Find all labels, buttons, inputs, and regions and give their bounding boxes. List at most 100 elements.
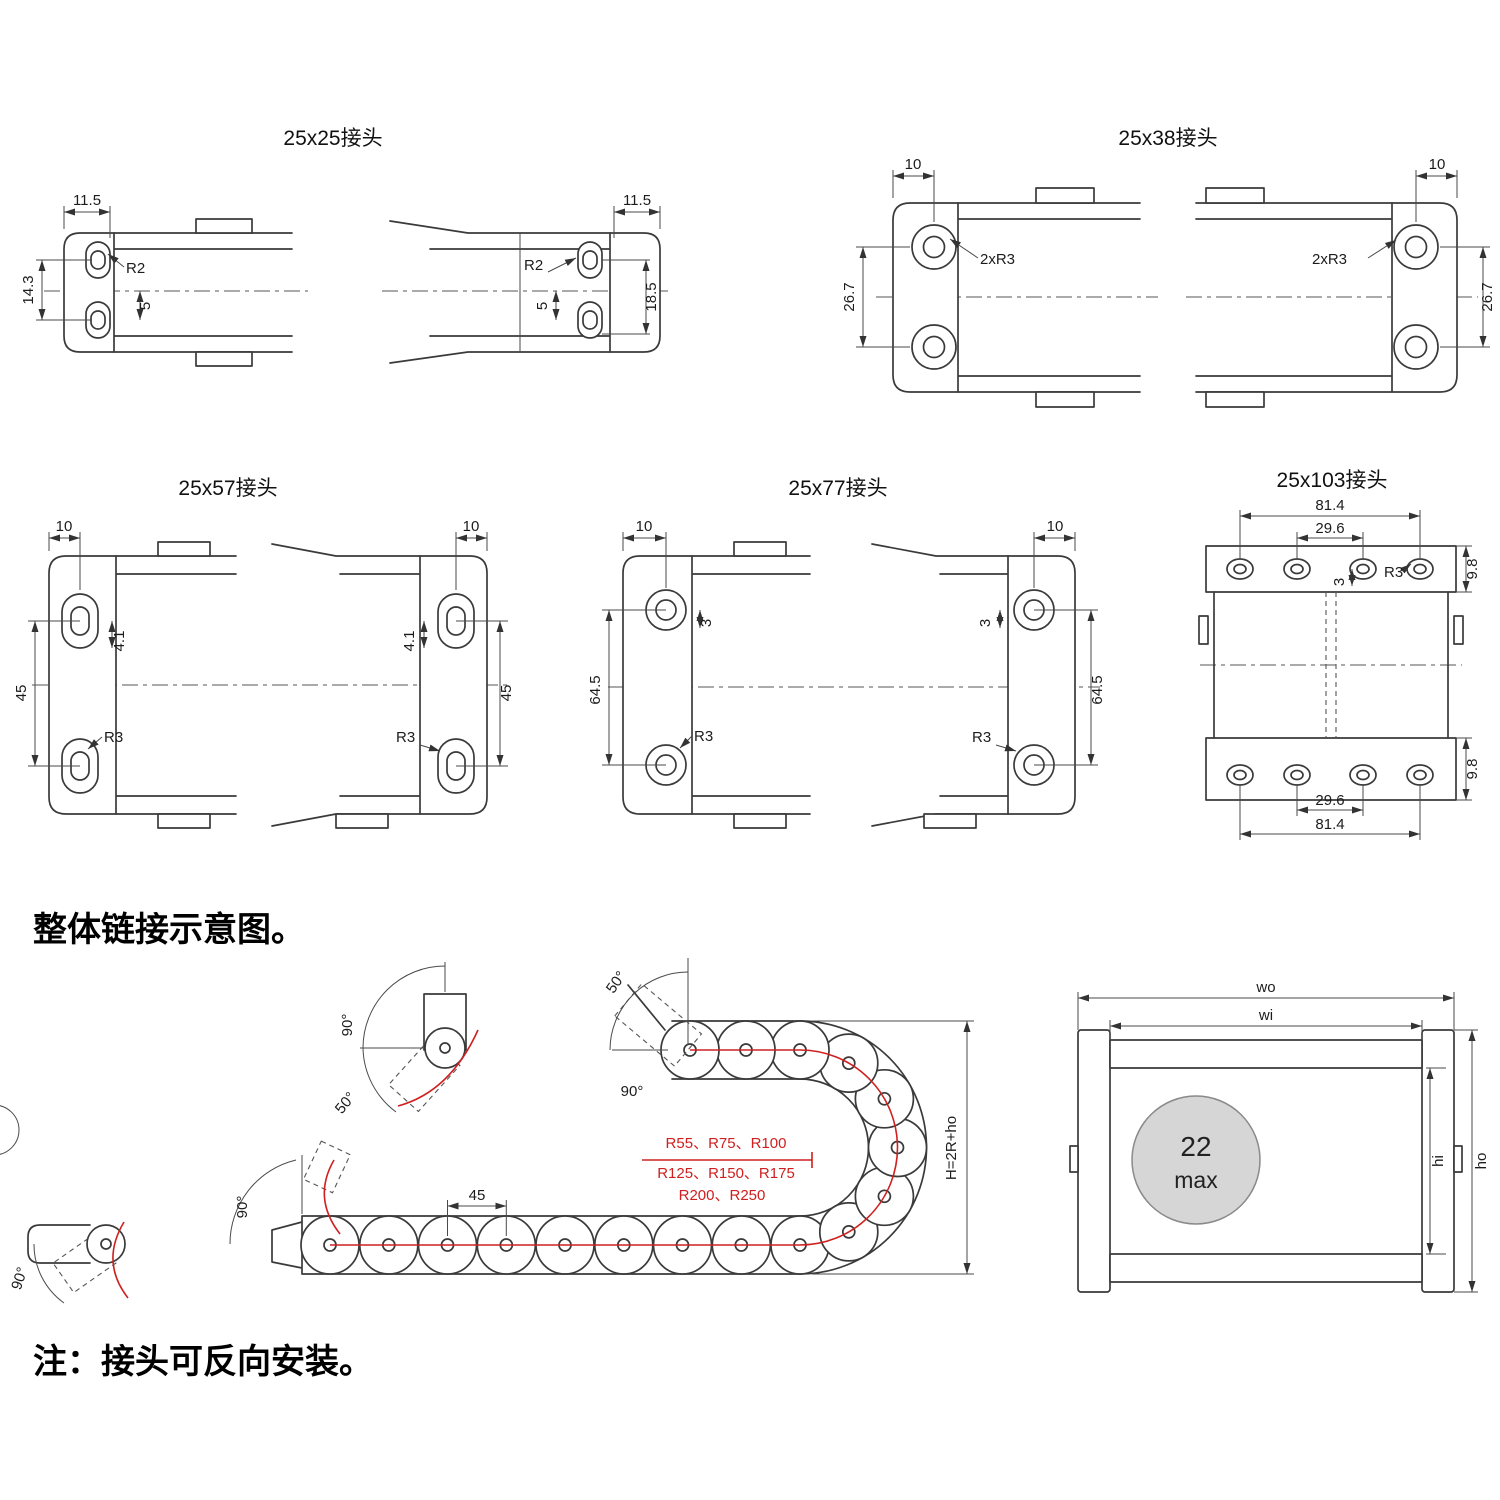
ext-lines xyxy=(602,259,650,335)
round-hole-inner xyxy=(1404,335,1428,359)
right-latch xyxy=(1453,1145,1463,1173)
dim-height: 64.5 xyxy=(1089,675,1106,704)
dim-height-outer: ho xyxy=(1473,1153,1490,1170)
ext-lines xyxy=(1034,609,1098,766)
bottom-tab xyxy=(1035,391,1095,408)
dim-width: 10 xyxy=(1429,156,1446,173)
section-title-25x77: 25x77接头 xyxy=(788,477,887,500)
leader-line xyxy=(679,735,693,749)
connector-25x25: 25x25接头 11.5 14.3 5 R2 11.5 R2 xyxy=(20,127,672,367)
bottom-crossbar xyxy=(1109,1253,1423,1283)
dim-height: 64.5 xyxy=(587,675,604,704)
ext-lines xyxy=(812,1020,974,1275)
hidden-lines xyxy=(1325,592,1337,738)
side-tab xyxy=(1198,615,1209,645)
leader-line xyxy=(1367,239,1397,259)
leader-line xyxy=(547,257,577,273)
chain-links-bend xyxy=(818,1033,928,1262)
round-hole-inner xyxy=(1404,235,1428,259)
dim-width-outer-bottom: 81.4 xyxy=(1315,816,1344,833)
dim-height-rail-bottom: 9.8 xyxy=(1464,759,1481,780)
pitch-dim: 45 xyxy=(469,1187,486,1204)
bottom-tab xyxy=(923,813,977,829)
slot-hole-inner xyxy=(582,310,598,330)
connector-25x57: 25x57接头 10 4.1 45 R3 10 4.1 xyxy=(13,477,515,829)
note-heading: 注：接头可反向安装。 xyxy=(33,1343,373,1381)
slot-hole-inner xyxy=(582,250,598,270)
dim-width: 10 xyxy=(56,518,73,535)
link-pivot-hole xyxy=(100,1238,112,1250)
angle-90-label: 90° xyxy=(621,1083,644,1100)
section-title-25x57: 25x57接头 xyxy=(178,477,277,500)
connector-25x77-right-view: 10 3 64.5 R3 xyxy=(871,518,1106,829)
top-tab xyxy=(1035,187,1095,204)
channel-outline xyxy=(691,555,811,815)
dim-width-inner-top: 29.6 xyxy=(1315,520,1344,537)
cross-section-view: 22 max wo wi hi ho xyxy=(1069,979,1490,1293)
leader-line xyxy=(949,238,979,259)
dim-offset: 3 xyxy=(977,619,994,627)
slot-hole-inner xyxy=(90,250,106,270)
angle-90-label: 90° xyxy=(339,1014,356,1037)
chain-links-top xyxy=(660,1020,830,1080)
dim-radius-label: R2 xyxy=(126,260,145,277)
dim-radius-label: 2xR3 xyxy=(980,251,1015,268)
bottom-tab xyxy=(733,813,787,829)
dim-width: 10 xyxy=(636,518,653,535)
dim-radius-label: R3 xyxy=(972,729,991,746)
bottom-tab xyxy=(195,351,253,367)
dim-width-inner: wi xyxy=(1258,1007,1273,1024)
break-line xyxy=(323,1159,341,1235)
angle-ref-arc xyxy=(229,1155,303,1245)
dim-height: 45 xyxy=(498,685,515,702)
dim-width: 11.5 xyxy=(623,192,651,209)
link-rotation-detail-upper: 90° 50° xyxy=(332,962,479,1117)
top-tab xyxy=(157,541,211,557)
angle-arc xyxy=(609,971,689,1051)
dim-offset: 5 xyxy=(137,302,154,310)
dim-radius-label: R2 xyxy=(524,257,543,274)
neutral-axis-line xyxy=(330,1049,899,1246)
connector-25x103-front-view: 81.4 29.6 3 R3 9.8 29.6 81.4 9.8 xyxy=(1198,497,1481,840)
connector-25x77: 25x77接头 10 3 64.5 R3 10 3 64 xyxy=(587,477,1106,829)
round-hole-inner xyxy=(922,235,946,259)
radius-options-line1: R55、R75、R100 xyxy=(666,1135,787,1152)
dim-height: 45 xyxy=(13,685,30,702)
ext-lines xyxy=(602,609,666,766)
angle-90-label: 90° xyxy=(8,1265,31,1292)
connector-25x103: 25x103接头 81.4 29.6 3 R3 9 xyxy=(1198,469,1481,840)
max-cable-value: 22 xyxy=(1180,1131,1211,1162)
angle-50-label: 50° xyxy=(332,1089,360,1117)
angle-ref-arcs xyxy=(360,962,446,1113)
section-title-25x38: 25x38接头 xyxy=(1118,127,1217,150)
connector-25x38-right-view: 10 2xR3 26.7 xyxy=(1186,156,1496,408)
dim-offset: 5 xyxy=(534,302,551,310)
angle-ref-arc xyxy=(33,1243,65,1304)
round-hole-inner xyxy=(922,335,946,359)
top-rail-holes xyxy=(1226,558,1434,580)
radius-options-line2: R125、R150、R175 xyxy=(657,1165,795,1182)
dim-radius-label: R3 xyxy=(104,729,123,746)
dim-width-inner-bottom: 29.6 xyxy=(1315,792,1344,809)
dim-width-outer-top: 81.4 xyxy=(1315,497,1344,514)
dim-radius-label: 2xR3 xyxy=(1312,251,1347,268)
dim-height: 18.5 xyxy=(643,282,660,311)
leader-line xyxy=(995,744,1017,752)
dim-radius-label: R3 xyxy=(396,729,415,746)
edge-clipped-link xyxy=(0,1105,20,1155)
radius-leader xyxy=(642,1152,813,1168)
break-line xyxy=(112,1221,129,1299)
left-sidewall xyxy=(1077,1029,1111,1293)
dim-offset: 3 xyxy=(698,619,715,627)
max-cable-unit: max xyxy=(1174,1167,1218,1193)
section-title-25x103: 25x103接头 xyxy=(1277,469,1388,492)
link-rotation-detail-lower: 90° xyxy=(8,1221,129,1304)
break-line xyxy=(397,1029,479,1107)
bottom-tab xyxy=(335,813,389,829)
connector-25x57-right-view: 10 4.1 45 R3 xyxy=(271,518,515,829)
dim-height-rail-top: 9.8 xyxy=(1464,559,1481,580)
dim-offset: 4.1 xyxy=(111,631,128,652)
leader-line xyxy=(419,744,441,752)
channel-outline xyxy=(1195,202,1393,393)
chain-bottom-run-outline xyxy=(271,1215,801,1275)
